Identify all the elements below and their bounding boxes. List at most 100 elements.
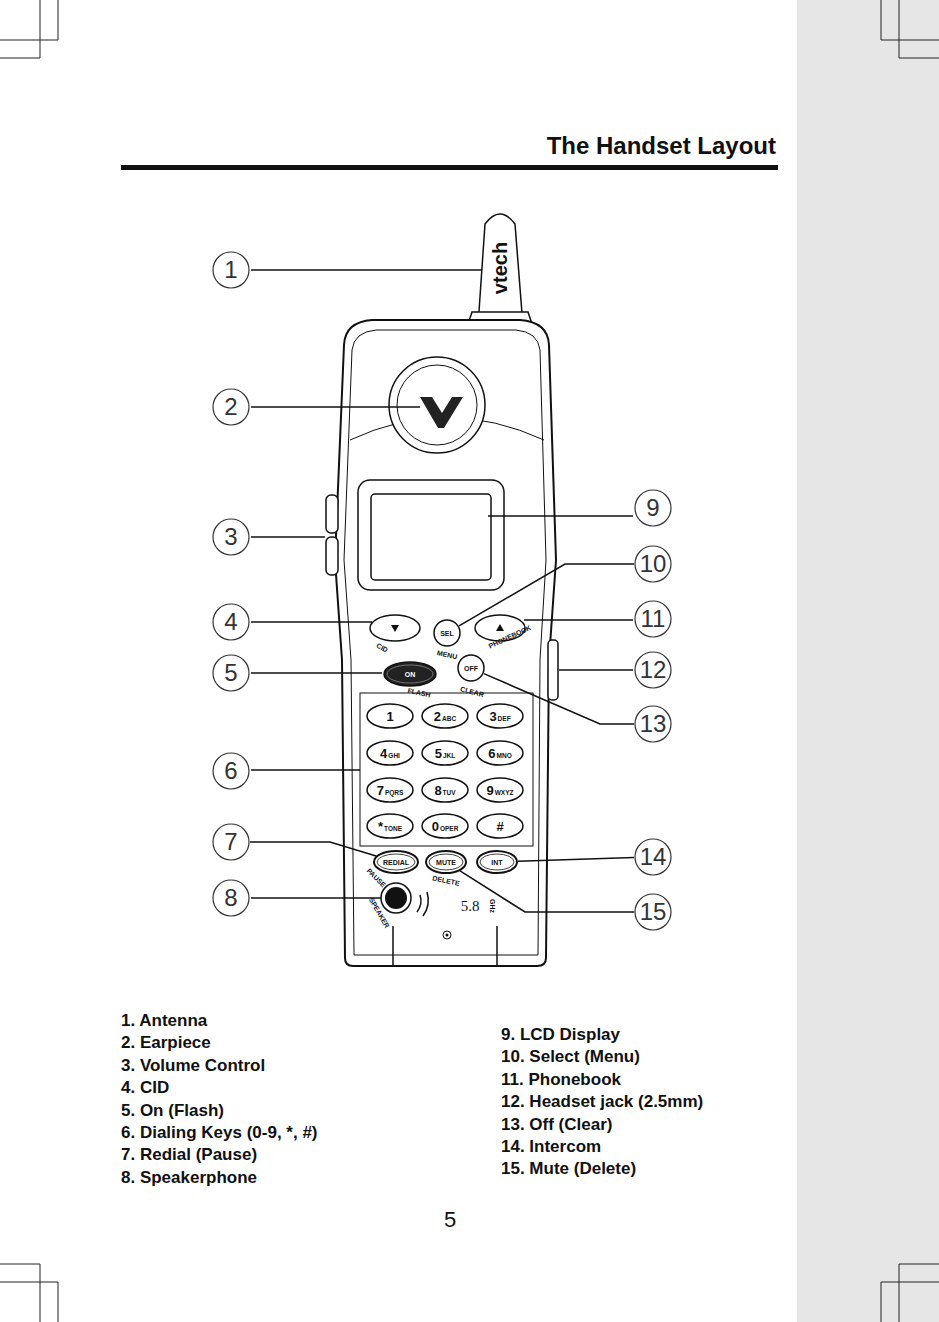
- up-arrow: [496, 624, 504, 631]
- part-label: CID: [375, 642, 389, 654]
- part-label: FLASH: [407, 687, 431, 699]
- key-letters: ABC: [442, 716, 456, 723]
- part-label: GHz: [488, 899, 496, 913]
- callout-number: 10: [634, 545, 672, 583]
- headset-jack: [548, 640, 558, 700]
- node-shape: [635, 894, 671, 930]
- node-shape: [367, 741, 413, 765]
- node-shape: [477, 778, 523, 802]
- earpiece: [389, 357, 485, 453]
- node-shape: [477, 741, 523, 765]
- node-label: 2ABC: [434, 710, 456, 723]
- crop-mark: [0, 1264, 58, 1322]
- node-shape: [635, 839, 671, 875]
- microphone: [443, 931, 451, 939]
- key-label: 14: [640, 845, 667, 869]
- key-letters: WXYZ: [495, 790, 514, 797]
- dial-key: *TONE: [366, 813, 414, 839]
- crop-mark: [0, 0, 58, 58]
- leader-line: [251, 769, 360, 771]
- callout-number: 9: [634, 489, 672, 527]
- key-label: #: [496, 820, 503, 833]
- node-label: 6: [224, 759, 237, 783]
- key-label: 11: [641, 607, 666, 631]
- margin-band: [797, 0, 939, 1322]
- key-label: 5: [435, 747, 442, 760]
- node-inner-ring: [429, 854, 463, 870]
- node-inner-ring: [387, 665, 433, 683]
- down-arrow: [391, 625, 399, 632]
- node-inner-ring: [480, 854, 514, 870]
- node-label: #: [496, 820, 503, 833]
- key-letters: MNO: [497, 753, 512, 760]
- node-label: 9: [646, 496, 659, 520]
- node-shape: [213, 655, 249, 691]
- dial-key: 3DEF: [476, 703, 524, 729]
- key-label: 12: [640, 658, 667, 682]
- node-shape: [426, 851, 466, 873]
- node-label: *TONE: [378, 820, 402, 833]
- leader-line: [559, 669, 633, 671]
- legend-list-item: 4. CID: [121, 1079, 169, 1098]
- node-shape: [635, 490, 671, 526]
- key-letters: TONE: [384, 826, 402, 833]
- node-inner-ring: [377, 854, 415, 870]
- callout-number: 2: [212, 388, 250, 426]
- callout-number: 7: [212, 823, 250, 861]
- node-shape: [477, 851, 517, 873]
- node-label: 1: [386, 710, 393, 723]
- key-label: REDIAL: [383, 859, 409, 866]
- part-label: PHONEBOOK: [488, 624, 533, 650]
- key-label: 2: [434, 710, 441, 723]
- antenna-body: [478, 214, 523, 326]
- part-label: CLEAR: [459, 685, 484, 699]
- key-letters: PQRS: [385, 790, 403, 797]
- node-shape: [635, 652, 671, 688]
- leader-line: [250, 842, 376, 856]
- key-label: *: [378, 820, 383, 833]
- key-letters: DEF: [498, 716, 511, 723]
- leader-line: [488, 515, 633, 517]
- page-number: 5: [444, 1208, 456, 1232]
- node-label: MUTE: [436, 859, 456, 866]
- part-label: DELETE: [432, 874, 461, 887]
- node-shape: [635, 546, 671, 582]
- node-shape: [213, 604, 249, 640]
- node-label: 13: [640, 712, 667, 736]
- key-label: 6: [224, 759, 237, 783]
- key-label: INT: [491, 859, 502, 866]
- legend-list-item: 3. Volume Control: [121, 1056, 265, 1075]
- key-letters: OPER: [440, 826, 458, 833]
- node-label: 9WXYZ: [486, 784, 513, 797]
- microphone-hole: [446, 934, 449, 937]
- leader-line: [484, 674, 634, 724]
- key-label: 5: [224, 661, 237, 685]
- legend-list-item: 9. LCD Display: [501, 1026, 620, 1045]
- sound-waves: [417, 892, 428, 916]
- callout-number: 5: [212, 654, 250, 692]
- leader-line: [524, 619, 633, 621]
- node-shape: [635, 706, 671, 742]
- volume-button: [326, 495, 338, 533]
- node-label: 6MNO: [488, 747, 511, 760]
- key-label: MUTE: [436, 859, 456, 866]
- crop-mark: [881, 1264, 939, 1322]
- page-title: The Handset Layout: [547, 133, 776, 159]
- node-shape: [213, 389, 249, 425]
- key-letters: JKL: [443, 753, 455, 760]
- body-outline: [335, 320, 556, 966]
- key-label: 8: [434, 784, 441, 797]
- callout-number: 6: [212, 752, 250, 790]
- key-letters: GHI: [388, 753, 400, 760]
- key-label: 3: [489, 710, 496, 723]
- cid-button: [370, 615, 420, 641]
- function-button: REDIAL: [373, 850, 419, 874]
- part-label: 5.8: [461, 898, 480, 915]
- legend-list-item: 2. Earpiece: [121, 1034, 211, 1053]
- key-label: 7: [377, 784, 384, 797]
- part-label: SPEAKER: [367, 896, 391, 929]
- key-label: ON: [405, 671, 416, 678]
- key-letters: TUV: [443, 790, 456, 797]
